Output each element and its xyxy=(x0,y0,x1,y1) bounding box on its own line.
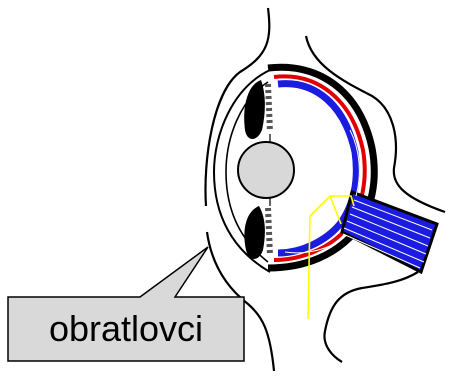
ciliary-body-upper xyxy=(268,84,270,132)
ciliary-body-lower xyxy=(268,208,270,256)
callout-label: obratlovci xyxy=(8,297,244,361)
head-contour-bottom-right xyxy=(324,272,418,362)
iris-lower xyxy=(244,206,265,259)
iris-upper xyxy=(244,80,265,139)
lens xyxy=(238,142,294,198)
